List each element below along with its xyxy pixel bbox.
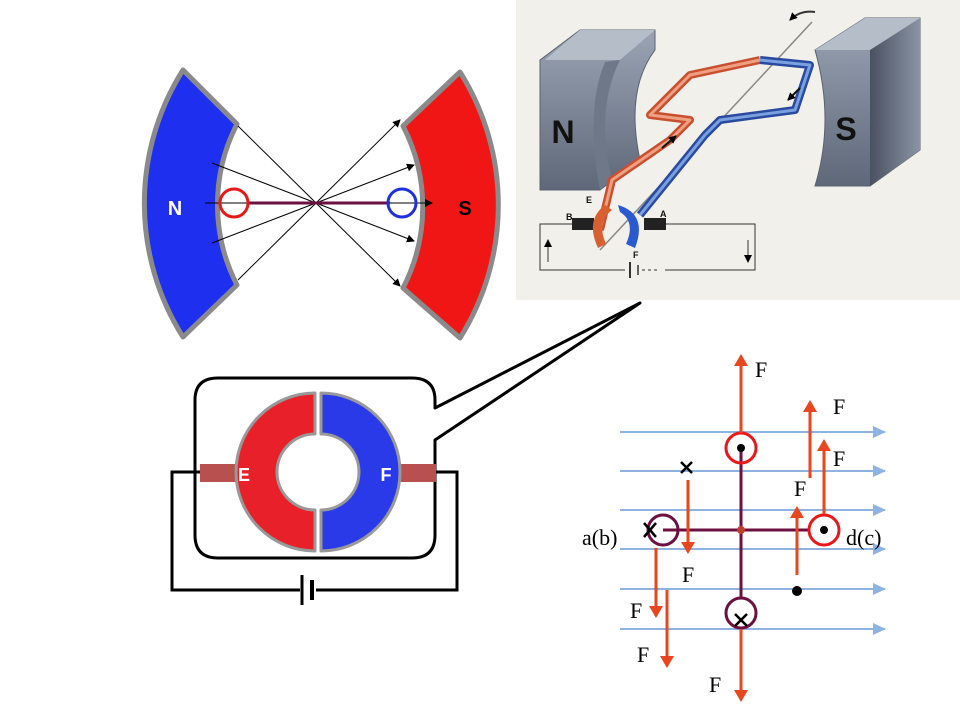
force-label-6: F	[630, 598, 642, 623]
coil-side-blue	[386, 187, 418, 219]
conductor-label-ab: a(b)	[582, 525, 617, 550]
photo-n-label: N	[551, 114, 574, 150]
photo-commutator-f	[618, 205, 639, 248]
force-label-5: F	[682, 562, 694, 587]
force-label-3: F	[833, 446, 845, 471]
photo-e-label: E	[586, 195, 592, 205]
photo-circuit	[539, 223, 756, 278]
force-label-7: F	[637, 642, 649, 667]
force-diagram: F F F F F F F F a(b) d(c)	[582, 354, 886, 702]
photo-f-label: F	[633, 250, 639, 260]
photo-commutator-e	[592, 205, 612, 248]
conductor-bottom	[724, 596, 758, 630]
commutator-callout: E F	[170, 301, 642, 605]
magnet-s-block: S	[814, 17, 921, 187]
coil-center-dot	[737, 526, 745, 534]
force-arrows	[649, 354, 831, 702]
coil-direction-arrow-2	[787, 87, 801, 101]
conductor-right-dc	[807, 513, 841, 547]
photo-a-label: A	[660, 209, 667, 219]
force-label-4: F	[794, 476, 806, 501]
pole-field-diagram: N S	[141, 67, 501, 341]
photo-coil	[596, 56, 814, 231]
force-label-8: F	[709, 672, 721, 697]
commutator-segment-e	[234, 391, 317, 553]
force-label-1: F	[755, 357, 767, 382]
coil-side-red	[218, 187, 250, 219]
photo-brush-b	[572, 218, 594, 230]
south-pole	[400, 69, 501, 341]
coil-direction-arrow-1	[661, 135, 677, 149]
cross-marker	[680, 461, 693, 474]
photo-b-label: B	[566, 212, 573, 222]
callout-bubble	[193, 301, 642, 560]
photo-s-label: S	[835, 111, 856, 147]
conductor-label-dc: d(c)	[846, 525, 881, 550]
magnet-n-block: N	[539, 29, 656, 191]
commutator-segment-f	[319, 391, 402, 553]
photo-brush-a	[644, 218, 666, 230]
circuit-wire	[170, 470, 459, 592]
segment-e-label: E	[238, 465, 250, 485]
conductor-left-ab	[643, 513, 680, 547]
force-label-2: F	[833, 394, 845, 419]
magnetic-field-lines	[620, 426, 886, 635]
north-label: N	[168, 198, 182, 220]
dot-marker	[792, 586, 802, 596]
motor-photo-panel: N S B E F A	[516, 0, 960, 300]
south-label: S	[458, 198, 471, 220]
segment-f-label: F	[381, 465, 392, 485]
north-pole	[141, 67, 240, 340]
rotation-arrow	[789, 10, 816, 21]
